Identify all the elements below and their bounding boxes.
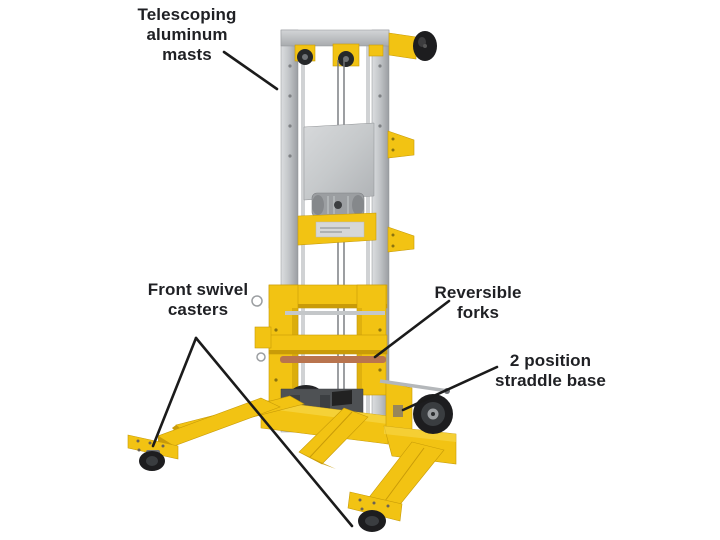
- mast-crossbar: [297, 212, 377, 246]
- carriage-side-tab: [254, 326, 272, 349]
- fork-carriage: [251, 284, 388, 406]
- rear-wheel-right: [413, 394, 453, 434]
- label-reversible-forks: Reversible forks: [434, 283, 522, 322]
- top-pulley-assembly: [294, 43, 384, 67]
- mast-holes: [288, 64, 382, 158]
- lock-pin-ring-lower: [256, 352, 266, 362]
- leader-caster-left: [151, 336, 198, 448]
- lock-pin-ring: [251, 295, 263, 307]
- winch-handle-knob: [388, 31, 437, 61]
- caster-plate-right: [347, 491, 403, 522]
- label-front-swivel-casters: Front swivel casters: [147, 280, 249, 319]
- leader-forks: [373, 299, 451, 359]
- leader-lines: [151, 50, 499, 528]
- straddle-leg-right: [347, 441, 445, 532]
- leader-masts: [222, 50, 279, 91]
- mast-side-brackets: [387, 130, 415, 253]
- leader-caster-right: [194, 336, 354, 528]
- label-telescoping-masts: Telescoping aluminum masts: [137, 5, 237, 64]
- label-2-position-straddle-base: 2 position straddle base: [495, 351, 606, 390]
- winch-assembly: [303, 122, 375, 218]
- leader-straddle: [401, 365, 499, 412]
- rear-axle: [379, 379, 449, 393]
- warning-label-sticker: [315, 221, 365, 238]
- straddle-leg-left: [127, 397, 281, 471]
